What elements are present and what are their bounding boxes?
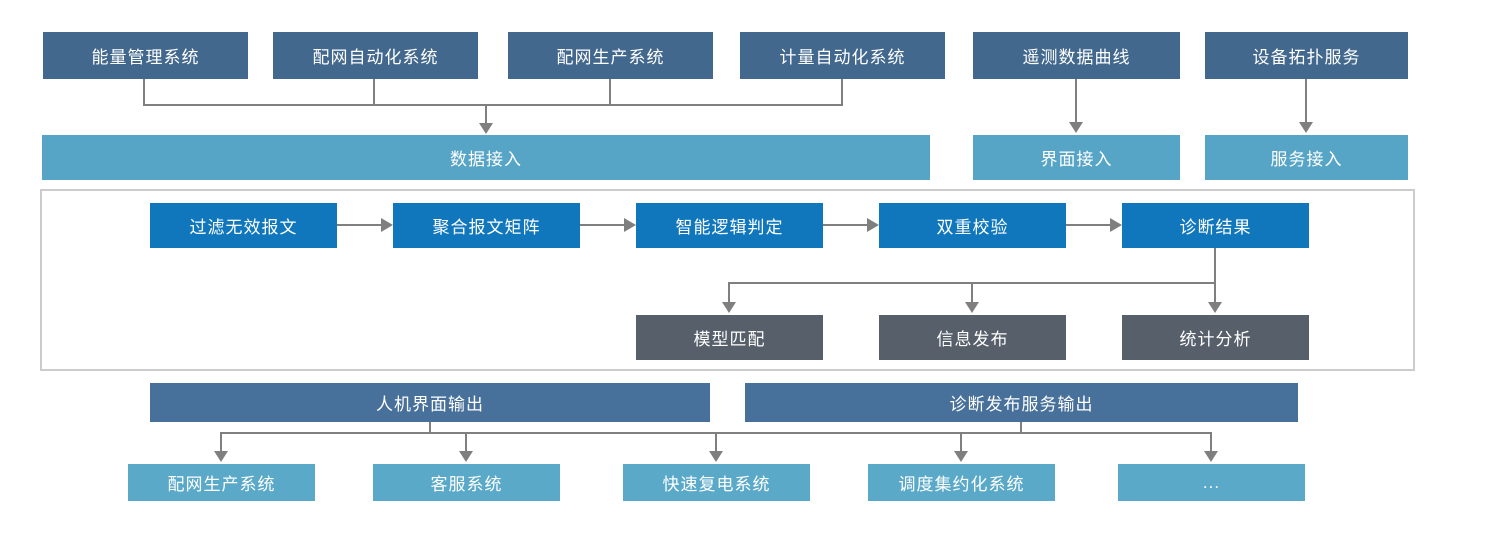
connector-stub-hmi-output [429,422,431,434]
connector-arrow-stem-consumer-1 [220,432,222,452]
arrowhead-right-icon [624,218,636,232]
connector-arrow-stem-data-access [485,104,487,124]
arrowhead-down-icon [1069,122,1083,133]
connector-diagnosis-stem [1214,248,1216,284]
node-service-access: 服务接入 [1205,135,1408,180]
node-filter-invalid-messages: 过滤无效报文 [150,203,337,248]
node-data-access: 数据接入 [42,135,930,180]
connector-arrow-stem-service-access [1305,79,1307,123]
connector-flow-arrow-2 [580,224,625,226]
arrowhead-down-icon [1204,451,1218,462]
connector-flow-arrow-3 [823,224,868,226]
connector-stub-source-3 [609,79,611,106]
arrowhead-down-icon [214,451,228,462]
connector-arrow-stem-statistical-analysis [1214,282,1216,303]
connector-stub-source-4 [841,79,843,106]
arrowhead-right-icon [381,218,393,232]
connector-flow-arrow-4 [1066,224,1111,226]
node-double-verification: 双重校验 [879,203,1066,248]
connector-flow-arrow-1 [337,224,382,226]
node-distribution-automation-system: 配网自动化系统 [273,32,478,79]
connector-arrow-stem-ui-access [1075,79,1077,123]
connector-arrow-stem-consumer-2 [465,432,467,452]
node-hmi-output: 人机界面输出 [150,383,710,422]
arrowhead-down-icon [954,451,968,462]
node-more-systems: ... [1118,464,1305,501]
node-distribution-production-system-consumer: 配网生产系统 [128,464,315,501]
arrowhead-down-icon [965,302,979,313]
node-ui-access: 界面接入 [973,135,1180,180]
node-telemetry-data-curve: 遥测数据曲线 [973,32,1180,79]
arrowhead-down-icon [722,302,736,313]
node-dispatch-centralization-system: 调度集约化系统 [868,464,1055,501]
node-rapid-power-restoration-system: 快速复电系统 [623,464,810,501]
node-intelligent-logic-judgment: 智能逻辑判定 [636,203,823,248]
arrowhead-down-icon [1208,302,1222,313]
node-metering-automation-system: 计量自动化系统 [740,32,945,79]
node-model-matching: 模型匹配 [636,315,823,360]
connector-stub-diagnosis-output [1020,422,1022,434]
node-diagnosis-publish-service-output: 诊断发布服务输出 [745,383,1298,422]
arrowhead-right-icon [1110,218,1122,232]
connector-arrow-stem-model-matching [728,282,730,303]
connector-arrow-stem-consumer-4 [960,432,962,452]
connector-top-bus-line [143,104,843,106]
node-info-publishing: 信息发布 [879,315,1066,360]
arrowhead-down-icon [459,451,473,462]
node-statistical-analysis: 统计分析 [1122,315,1309,360]
connector-stub-source-2 [373,79,375,106]
connector-arrow-stem-consumer-5 [1210,432,1212,452]
connector-stub-source-1 [143,79,145,106]
connector-arrow-stem-consumer-3 [715,432,717,452]
node-device-topology-service: 设备拓扑服务 [1205,32,1408,79]
node-distribution-production-system: 配网生产系统 [508,32,713,79]
node-energy-management-system: 能量管理系统 [43,32,248,79]
node-diagnosis-result: 诊断结果 [1122,203,1309,248]
node-aggregate-message-matrix: 聚合报文矩阵 [393,203,580,248]
node-customer-service-system: 客服系统 [373,464,560,501]
arrowhead-right-icon [867,218,879,232]
connector-arrow-stem-info-publishing [971,282,973,303]
arrowhead-down-icon [1299,122,1313,133]
arrowhead-down-icon [479,123,493,134]
arrowhead-down-icon [709,451,723,462]
